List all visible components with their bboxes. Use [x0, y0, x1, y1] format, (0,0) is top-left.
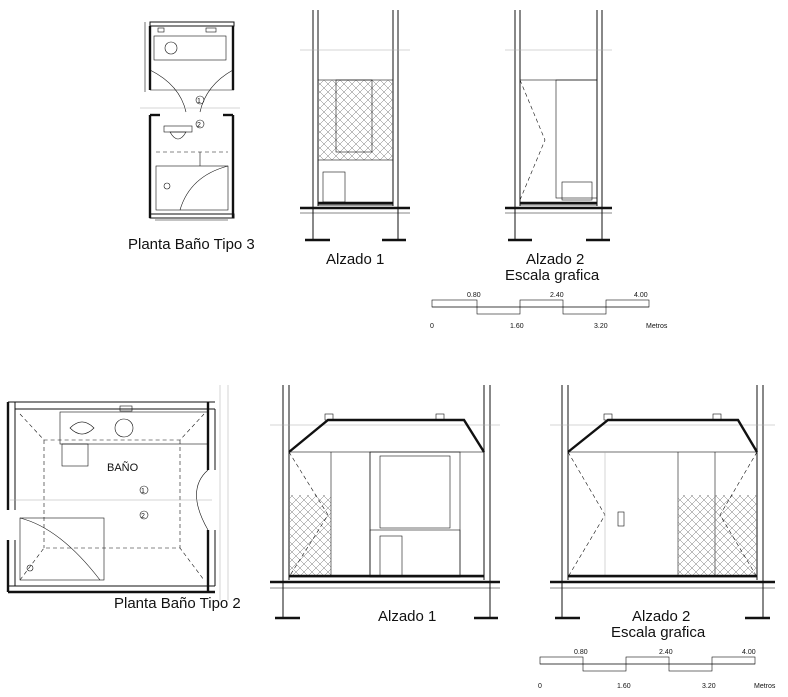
svg-text:4.00: 4.00: [742, 649, 756, 656]
top-elevation-2: [505, 10, 612, 242]
top-elevation1-title: Alzado 1: [326, 251, 384, 268]
door-swing-icon: [196, 469, 209, 531]
bottom-elevation-2: [550, 385, 775, 620]
toilet-icon: [169, 131, 187, 140]
bottom-scale-bar: 0.80 2.40 4.00 0 1.60 3.20 Metros: [538, 649, 776, 690]
top-elevation2-title: Alzado 2: [526, 251, 584, 268]
svg-text:Metros: Metros: [754, 683, 776, 690]
section-marker-icon: 1 2: [195, 95, 205, 129]
svg-text:2: 2: [197, 122, 201, 129]
bottom-elevation2-title: Alzado 2: [632, 608, 690, 625]
svg-text:0: 0: [538, 683, 542, 690]
washbasin-icon: [164, 41, 178, 55]
svg-text:1: 1: [197, 98, 201, 105]
bottom-plan: 1 2 BAÑO: [6, 385, 229, 600]
bottom-elevation-1: [270, 385, 500, 620]
svg-text:2.40: 2.40: [659, 649, 673, 656]
top-elevation-1: [300, 10, 410, 242]
room-label: BAÑO: [107, 461, 139, 474]
svg-text:3.20: 3.20: [702, 683, 716, 690]
top-plan: 1 2: [140, 21, 240, 221]
washbasin-icon: [114, 418, 134, 438]
svg-text:0.80: 0.80: [574, 649, 588, 656]
section-marker-icon: 1 2: [139, 485, 149, 520]
svg-text:1: 1: [141, 488, 145, 495]
svg-text:4.00: 4.00: [634, 292, 648, 299]
svg-text:2.40: 2.40: [550, 292, 564, 299]
bottom-elevation1-title: Alzado 1: [378, 608, 436, 625]
bottom-plan-title: Planta Baño Tipo 2: [114, 595, 241, 612]
shower-icon: [155, 165, 229, 211]
svg-text:2: 2: [141, 513, 145, 520]
svg-text:0.80: 0.80: [467, 292, 481, 299]
bottom-scale-title: Escala grafica: [611, 624, 706, 641]
svg-text:Metros: Metros: [646, 323, 668, 330]
svg-text:0: 0: [430, 323, 434, 330]
svg-text:1.60: 1.60: [617, 683, 631, 690]
svg-text:3.20: 3.20: [594, 323, 608, 330]
top-scale-bar: 0.80 2.40 4.00 0 1.60 3.20 Metros: [430, 292, 668, 330]
toilet-icon: [69, 421, 95, 435]
svg-text:1.60: 1.60: [510, 323, 524, 330]
top-plan-title: Planta Baño Tipo 3: [128, 236, 255, 253]
door-swing-icon: [149, 69, 187, 113]
shower-icon: [19, 517, 105, 581]
top-scale-title: Escala grafica: [505, 267, 600, 284]
